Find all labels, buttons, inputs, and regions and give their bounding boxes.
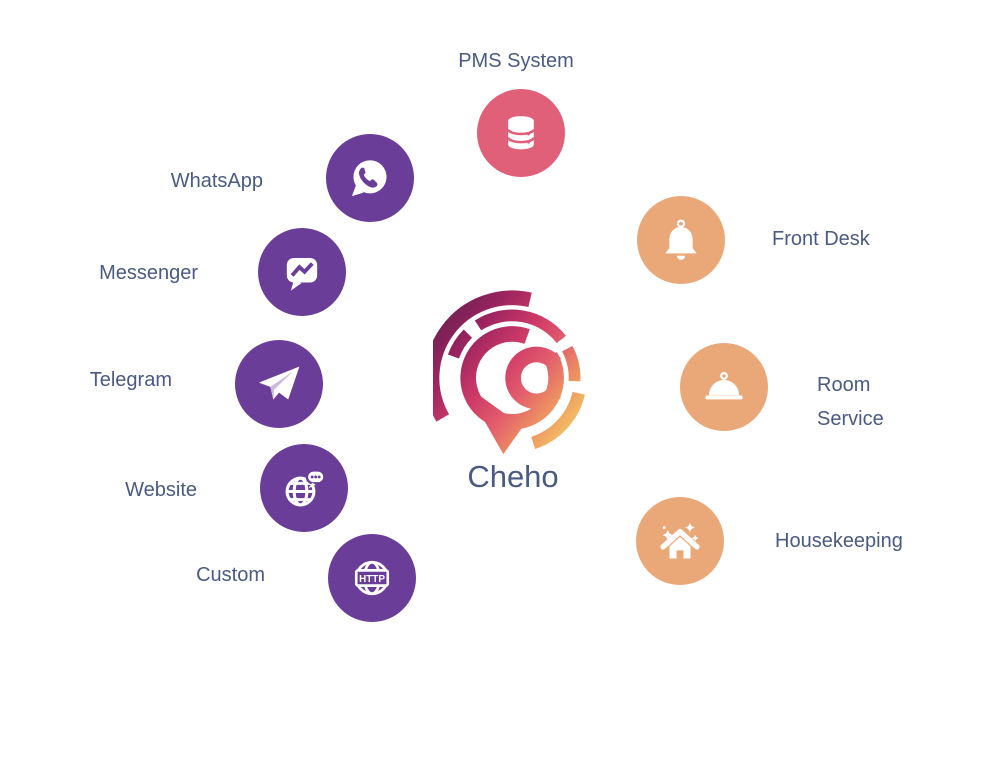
telegram-plane-icon [258,366,300,400]
custom-circle: HTTP [328,534,416,622]
telegram-circle [235,340,323,428]
custom-label: Custom [196,564,265,586]
messenger-label: Messenger [99,262,198,284]
whatsapp-icon [351,160,387,197]
website-circle [260,444,348,532]
website-label: Website [125,479,197,501]
room-service-circle [680,343,768,431]
whatsapp-label: WhatsApp [170,170,263,192]
house-sparkles-icon [660,522,700,559]
database-icon [506,116,536,150]
room-service-label: Room Service [817,368,884,436]
whatsapp-circle [326,134,414,222]
cheho-c-pin-logo-icon [433,290,585,455]
cheho-logo [433,288,601,460]
housekeeping-label: Housekeeping [775,530,903,552]
cheho-wordmark: Cheho [467,459,559,494]
housekeeping-circle [636,497,724,585]
pms-system-label: PMS System [458,50,574,72]
front-desk-circle [637,196,725,284]
messenger-circle [258,228,346,316]
cloche-icon [705,372,743,400]
telegram-label: Telegram [89,369,172,391]
bell-icon [665,219,697,260]
front-desk-label: Front Desk [772,228,870,250]
messenger-icon [286,258,318,291]
room-service-label-line1: Room [817,374,871,396]
pms-system-circle [477,89,565,177]
globe-http-icon: HTTP [354,560,390,596]
globe-chat-icon [285,469,326,507]
http-icon-text: HTTP [359,574,385,585]
room-service-label-line2: Service [817,408,884,430]
